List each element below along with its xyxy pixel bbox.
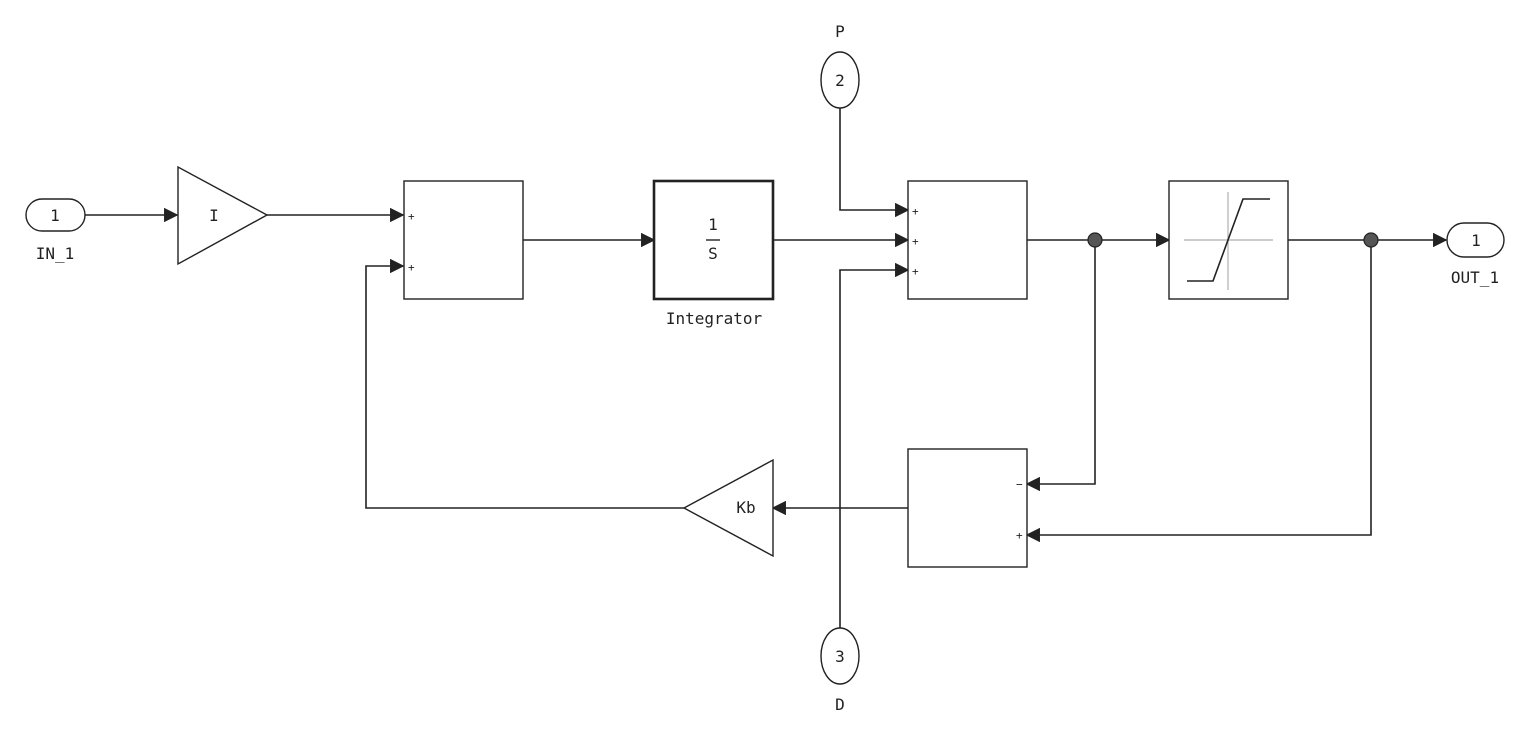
inport-in1[interactable]: 1 IN_1 <box>25 198 86 263</box>
sum3-block[interactable]: − + <box>907 448 1028 568</box>
junction-dot-1 <box>1087 232 1103 248</box>
gain-i-block[interactable]: I <box>177 165 269 266</box>
sum2-block[interactable]: + + + <box>907 180 1028 300</box>
sum3-sign-plus: + <box>1016 529 1023 542</box>
gain-kb-label: Kb <box>736 498 755 517</box>
wire-p-to-sum2[interactable] <box>839 108 910 218</box>
sum2-sign-1: + <box>912 205 919 218</box>
sum2-sign-3: + <box>912 265 919 278</box>
inport-in1-label: IN_1 <box>36 244 75 263</box>
outport-out1-label: OUT_1 <box>1451 268 1499 287</box>
saturation-icon <box>1184 192 1273 290</box>
inport-d-number: 3 <box>835 647 845 666</box>
sum1-block[interactable]: + + <box>403 180 524 300</box>
inport-p[interactable]: P 2 <box>820 22 860 109</box>
signal-lines <box>85 108 1448 628</box>
wire-gain-kb-to-sum1[interactable] <box>365 258 684 509</box>
sum3-sign-minus: − <box>1016 478 1023 491</box>
wire-d-to-sum2[interactable] <box>839 262 910 628</box>
wire-junction1-to-sum3[interactable] <box>1025 240 1096 492</box>
integrator-denominator: S <box>708 244 718 263</box>
gain-i-label: I <box>209 206 219 225</box>
inport-d-label: D <box>835 695 845 714</box>
sum1-sign-bottom: + <box>408 261 415 274</box>
integrator-block[interactable]: 1 S Integrator <box>652 179 775 328</box>
saturation-block[interactable] <box>1168 180 1289 300</box>
outport-out1-number: 1 <box>1471 231 1481 250</box>
wire-junction2-to-sum3[interactable] <box>1025 240 1372 543</box>
integrator-label: Integrator <box>666 309 763 328</box>
integrator-numerator: 1 <box>708 215 718 234</box>
junction-dot-2 <box>1363 232 1379 248</box>
sum2-sign-2: + <box>912 235 919 248</box>
inport-p-label: P <box>835 22 845 41</box>
inport-d[interactable]: 3 D <box>820 627 860 714</box>
inport-in1-number: 1 <box>50 206 60 225</box>
inport-p-number: 2 <box>835 71 845 90</box>
gain-kb-block[interactable]: Kb <box>682 458 774 558</box>
sum1-sign-top: + <box>408 210 415 223</box>
outport-out1[interactable]: 1 OUT_1 <box>1446 222 1505 287</box>
